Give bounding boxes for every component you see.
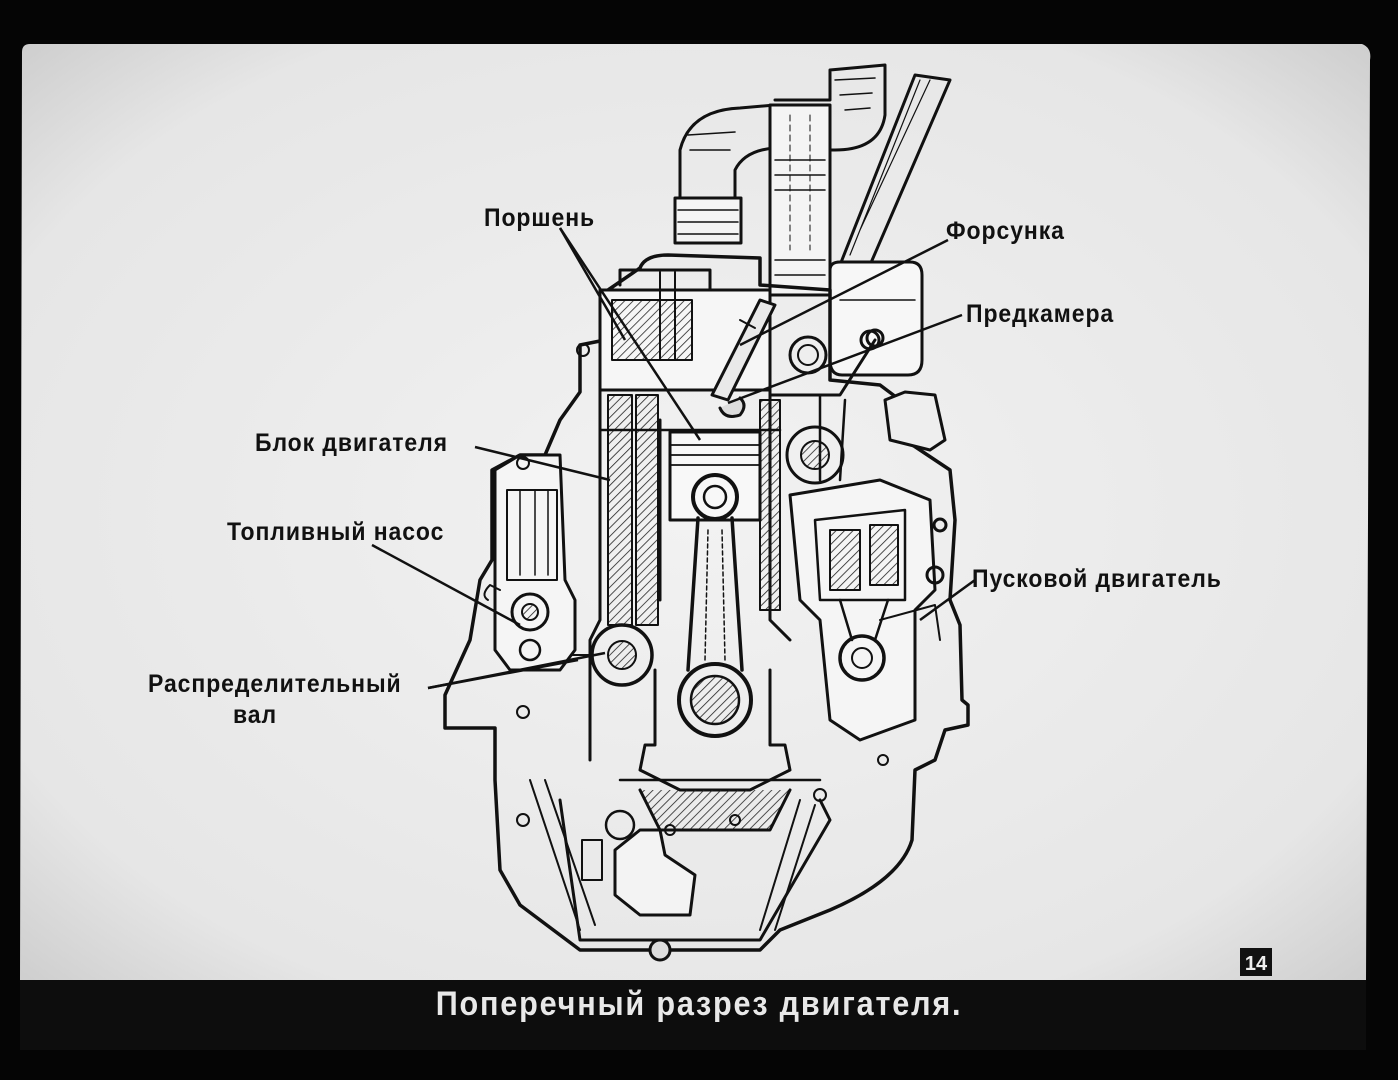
injector xyxy=(710,298,777,418)
piston xyxy=(668,430,762,522)
label-starter-engine: Пусковой двигатель xyxy=(972,565,1222,593)
leader-starter xyxy=(919,578,976,622)
leader-injector xyxy=(739,238,949,347)
leader-engine-block xyxy=(474,445,611,482)
leader-camshaft-b xyxy=(427,658,579,690)
leader-prechamber xyxy=(727,313,963,405)
leader-piston xyxy=(558,227,702,441)
label-fuel-pump: Топливный насос xyxy=(227,518,445,546)
air-cleaner-stem xyxy=(838,73,952,267)
leader-fuel-pump xyxy=(371,543,521,627)
connecting-rod xyxy=(677,516,753,738)
housing-outline xyxy=(443,253,970,952)
engine-cross-section xyxy=(443,63,970,962)
intake-pipes xyxy=(673,63,887,297)
oil-pan xyxy=(529,779,832,962)
fuel-pump xyxy=(483,453,577,672)
crankcase xyxy=(618,668,822,832)
caption-band xyxy=(20,980,1366,1050)
label-camshaft-line1: Распределительный xyxy=(148,670,402,698)
label-camshaft-line2: вал xyxy=(233,701,278,729)
label-prechamber: Предкамера xyxy=(966,300,1115,328)
slide-number-badge: 14 xyxy=(1240,948,1272,976)
label-injector: Форсунка xyxy=(946,217,1065,245)
engine-block xyxy=(588,388,792,762)
label-engine-block: Блок двигателя xyxy=(255,429,449,457)
label-piston: Поршень xyxy=(484,204,596,232)
gear-housing xyxy=(785,425,845,485)
starter-engine xyxy=(788,390,948,742)
slide-caption: Поперечный разрез двигателя. xyxy=(435,985,963,1023)
leader-lines xyxy=(371,227,976,690)
fasteners xyxy=(516,343,889,836)
leader-piston-b xyxy=(558,227,627,341)
right-tank xyxy=(828,260,924,377)
